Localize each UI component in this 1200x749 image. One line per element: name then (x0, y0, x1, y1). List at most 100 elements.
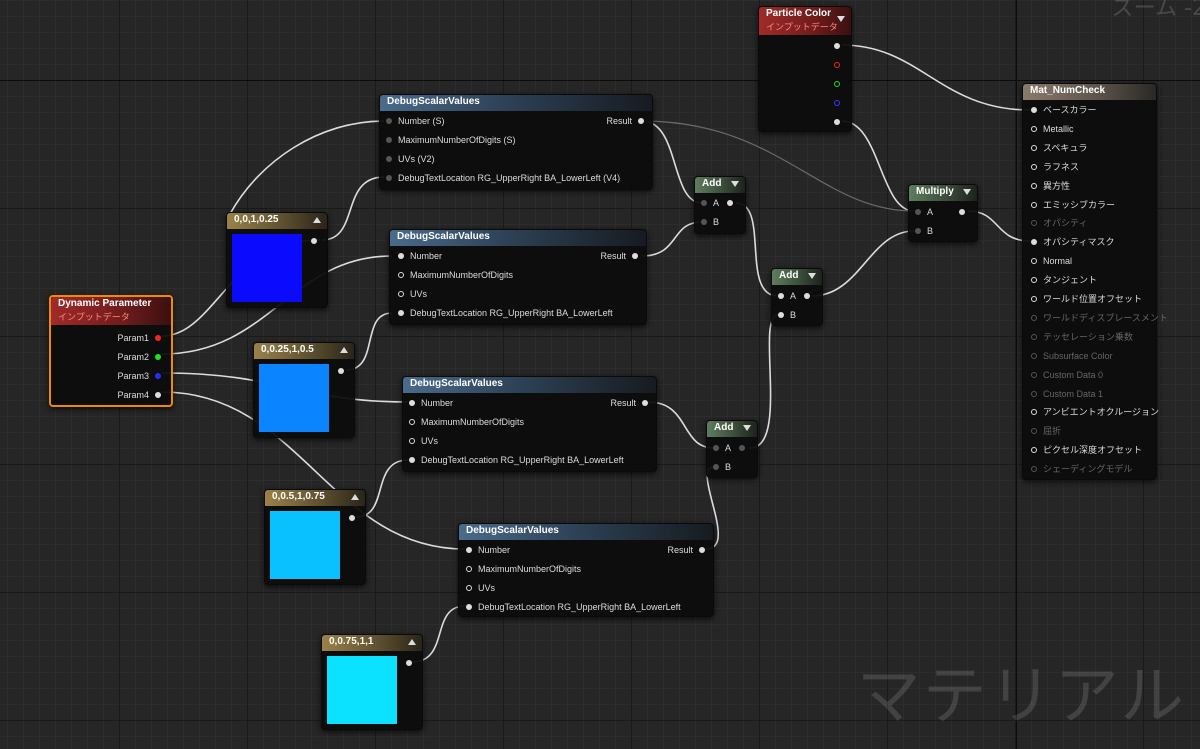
color-swatch-blue (232, 234, 302, 302)
input-pin-icon (713, 445, 719, 451)
input-pin-icon (466, 585, 472, 591)
debug4-pin-text-location[interactable]: DebugTextLocation RG_UpperRight BA_Lower… (466, 602, 681, 613)
material-pin[interactable]: 屈折 (1031, 426, 1061, 437)
debug2-pin-result[interactable]: Result (600, 251, 638, 262)
multiply-node[interactable]: Multiply A B (908, 184, 978, 242)
collapse-arrow-icon[interactable] (808, 273, 816, 279)
material-pin[interactable]: オパシティマスク (1031, 237, 1114, 248)
add1-pin-a[interactable]: A (701, 198, 719, 209)
input-pin-icon (409, 438, 415, 444)
constant-node-2[interactable]: 0,0.25,1,0.5 (253, 342, 355, 438)
material-pin[interactable]: Subsurface Color (1031, 351, 1113, 362)
pin-param4[interactable]: Param4 (117, 390, 161, 401)
zoom-level: ズーム -2 (1111, 0, 1200, 21)
constant-node-4[interactable]: 0,0.75,1,1 (321, 634, 423, 730)
collapse-arrow-icon[interactable] (408, 639, 416, 645)
add3-pin-b[interactable]: B (713, 462, 731, 473)
pin-param3[interactable]: Param3 (117, 371, 161, 382)
dynamic-parameter-node[interactable]: Dynamic Parameter インプットデータ Param1 Param2… (49, 295, 173, 407)
constant-1-header: 0,0,1,0.25 (227, 213, 327, 229)
debug4-pin-result[interactable]: Result (667, 545, 705, 556)
particle-color-title: Particle Color (766, 8, 832, 19)
material-watermark: マテリアル (856, 660, 1186, 734)
material-pin[interactable]: 異方性 (1031, 181, 1070, 192)
add2-pin-a[interactable]: A (778, 291, 796, 302)
input-pin-icon (1031, 390, 1037, 397)
debug3-pin-text-location[interactable]: DebugTextLocation RG_UpperRight BA_Lower… (409, 455, 624, 466)
constant-node-3[interactable]: 0,0.5,1,0.75 (264, 489, 366, 585)
material-pin[interactable]: オパシティ (1031, 218, 1087, 229)
collapse-arrow-icon[interactable] (731, 181, 739, 187)
add2-pin-b[interactable]: B (778, 310, 796, 321)
collapse-arrow-icon[interactable] (340, 347, 348, 353)
debug4-pin-uvs[interactable]: UVs (466, 583, 495, 594)
input-pin-icon (466, 547, 472, 553)
pin-param1[interactable]: Param1 (117, 333, 161, 344)
debug-scalar-values-node-1[interactable]: DebugScalarValues Number (S) MaximumNumb… (379, 94, 653, 190)
debug1-pin-uvs[interactable]: UVs (V2) (386, 154, 435, 165)
debug2-pin-uvs[interactable]: UVs (398, 289, 427, 300)
material-pin[interactable]: Normal (1031, 256, 1072, 267)
wire-particle-to-base-color (841, 44, 1031, 111)
debug1-pin-result[interactable]: Result (606, 116, 644, 127)
debug4-header: DebugScalarValues (459, 524, 713, 540)
debug2-pin-text-location[interactable]: DebugTextLocation RG_UpperRight BA_Lower… (398, 308, 613, 319)
collapse-arrow-icon[interactable] (837, 16, 845, 22)
wire-constant1-to-debug1-location (321, 176, 385, 241)
material-pin[interactable]: ワールド位置オフセット (1031, 294, 1142, 305)
collapse-arrow-icon[interactable] (743, 425, 751, 431)
material-pin[interactable]: Custom Data 1 (1031, 389, 1103, 400)
multiply-pin-b[interactable]: B (915, 226, 933, 237)
multiply-pin-a[interactable]: A (915, 207, 933, 218)
material-pin[interactable]: テッセレーション乗数 (1031, 332, 1133, 343)
material-pin[interactable]: ワールドディスプレースメント (1031, 313, 1168, 324)
debug1-pin-max-digits[interactable]: MaximumNumberOfDigits (S) (386, 135, 516, 146)
material-pin[interactable]: Custom Data 0 (1031, 370, 1103, 381)
debug1-pin-text-location[interactable]: DebugTextLocation RG_UpperRight BA_Lower… (386, 173, 620, 184)
multiply-header: Multiply (909, 185, 977, 201)
debug3-pin-max-digits[interactable]: MaximumNumberOfDigits (409, 417, 524, 428)
add-node-2[interactable]: Add A B (771, 268, 823, 326)
debug-scalar-values-node-3[interactable]: DebugScalarValues Number MaximumNumberOf… (402, 376, 657, 472)
debug-scalar-values-node-2[interactable]: DebugScalarValues Number MaximumNumberOf… (389, 229, 647, 325)
material-pin[interactable]: ピクセル深度オフセット (1031, 445, 1142, 456)
add-node-3[interactable]: Add A B (706, 420, 758, 478)
collapse-arrow-icon[interactable] (313, 217, 321, 223)
input-pin-icon (1031, 125, 1037, 132)
add1-pin-b[interactable]: B (701, 217, 719, 228)
debug4-pin-number[interactable]: Number (466, 545, 510, 556)
debug3-header: DebugScalarValues (403, 377, 656, 393)
debug3-pin-result[interactable]: Result (610, 398, 648, 409)
material-pin[interactable]: アンビエントオクルージョン (1031, 407, 1159, 418)
debug2-pin-number[interactable]: Number (398, 251, 442, 262)
debug2-pin-max-digits[interactable]: MaximumNumberOfDigits (398, 270, 513, 281)
material-pin[interactable]: ラフネス (1031, 162, 1079, 173)
debug-scalar-values-node-4[interactable]: DebugScalarValues Number MaximumNumberOf… (458, 523, 714, 617)
material-pin[interactable]: スペキュラ (1031, 143, 1087, 154)
material-pin[interactable]: シェーディングモデル (1031, 464, 1132, 475)
add3-pin-a[interactable]: A (713, 443, 731, 454)
output-pin-icon (349, 515, 355, 521)
debug4-pin-max-digits[interactable]: MaximumNumberOfDigits (466, 564, 581, 575)
collapse-arrow-icon[interactable] (351, 494, 359, 500)
constant-node-1[interactable]: 0,0,1,0.25 (226, 212, 328, 308)
wire-add2-to-multiply-b (811, 230, 915, 297)
wire-debug3-to-add3-a (647, 401, 715, 449)
material-pin[interactable]: ベースカラー (1031, 105, 1097, 116)
debug1-pin-number[interactable]: Number (S) (386, 116, 445, 127)
material-pin[interactable]: タンジェント (1031, 275, 1097, 286)
debug3-pin-number[interactable]: Number (409, 398, 453, 409)
input-pin-icon (466, 604, 472, 610)
material-pin[interactable]: エミッシブカラー (1031, 200, 1115, 211)
output-pin-icon (699, 547, 705, 553)
add3-header: Add (707, 421, 757, 437)
pin-param2[interactable]: Param2 (117, 352, 161, 363)
add-node-1[interactable]: Add A B (694, 176, 746, 234)
material-pin[interactable]: Metallic (1031, 124, 1074, 135)
param4-pin-icon (155, 392, 161, 398)
debug3-pin-uvs[interactable]: UVs (409, 436, 438, 447)
output-pin-icon (311, 238, 317, 244)
collapse-arrow-icon[interactable] (963, 189, 971, 195)
particle-color-node[interactable]: Particle Color インプットデータ (758, 6, 852, 132)
